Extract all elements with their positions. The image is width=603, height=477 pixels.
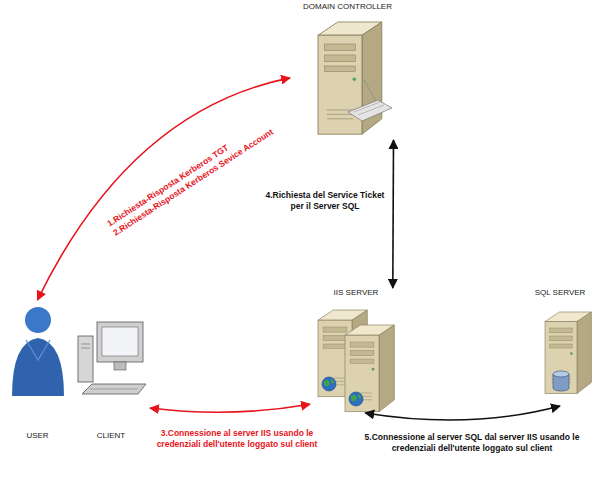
node-label: USER: [5, 431, 70, 440]
server-node: SQL SERVER: [520, 288, 600, 406]
label-group: 1.Richiesta-Risposta Kerberos TGT2.Richi…: [103, 116, 277, 239]
step-label: 3.Connessione al server IIS usando le cr…: [140, 428, 334, 450]
step-label: 2.Richiesta-Risposta Kerberos Sevice Acc…: [109, 126, 277, 240]
step-label: 5.Connessione al server SQL dal server I…: [360, 432, 584, 454]
connector-arrow: [392, 140, 394, 288]
connector-arrow: [365, 406, 560, 420]
server-node: CLIENT: [72, 312, 150, 440]
server-node: IIS SERVER: [310, 288, 402, 413]
server-node: DOMAIN CONTROLLER: [290, 2, 405, 140]
node-label: DOMAIN CONTROLLER: [290, 2, 405, 11]
node-label: CLIENT: [72, 431, 150, 440]
node-label: SQL SERVER: [520, 288, 600, 297]
node-label: IIS SERVER: [310, 288, 402, 297]
connector-arrow: [150, 404, 310, 412]
server-node: USER: [5, 300, 70, 440]
step-label: 4.Richiesta del Service Ticket per il Se…: [262, 190, 388, 212]
step-label: 1.Richiesta-Risposta Kerberos TGT: [103, 116, 271, 230]
connector-arrow: [38, 78, 291, 300]
